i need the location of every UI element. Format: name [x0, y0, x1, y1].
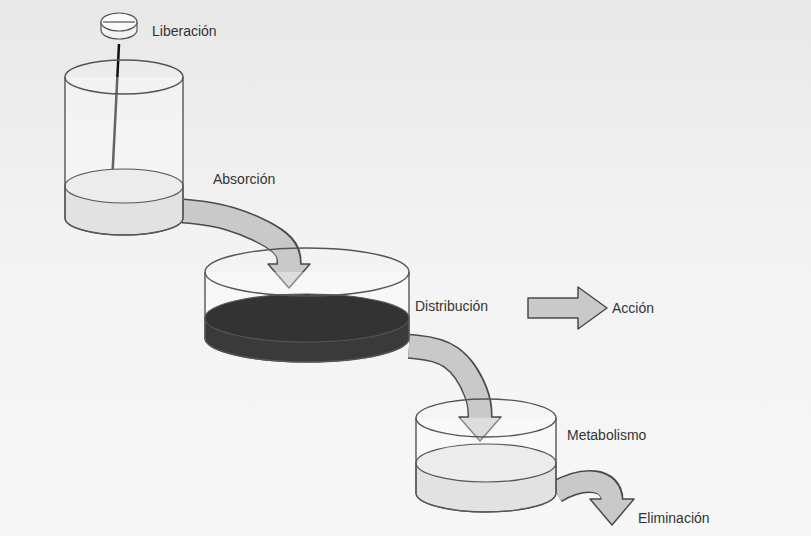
output-label: Eliminación [638, 510, 710, 526]
action-arrow [528, 287, 607, 329]
effect-label: Acción [612, 300, 654, 316]
cylinder-shape [414, 397, 558, 515]
tablet: Liberación [98, 10, 140, 44]
cylinder-shape [63, 58, 185, 238]
stage-label: Liberación [152, 23, 217, 39]
elimination-arrow [556, 482, 634, 525]
compartment-cylinder: Distribución [203, 246, 411, 364]
stage-label: Distribución [415, 298, 488, 314]
compartment-cylinder: Metabolismo [414, 397, 558, 515]
cylinder-shape [203, 246, 411, 364]
stage-label: Absorción [213, 171, 275, 187]
tablet-shape [98, 10, 140, 44]
compartment-cylinder: Absorción [63, 58, 185, 238]
stage-label: Metabolismo [567, 427, 646, 443]
